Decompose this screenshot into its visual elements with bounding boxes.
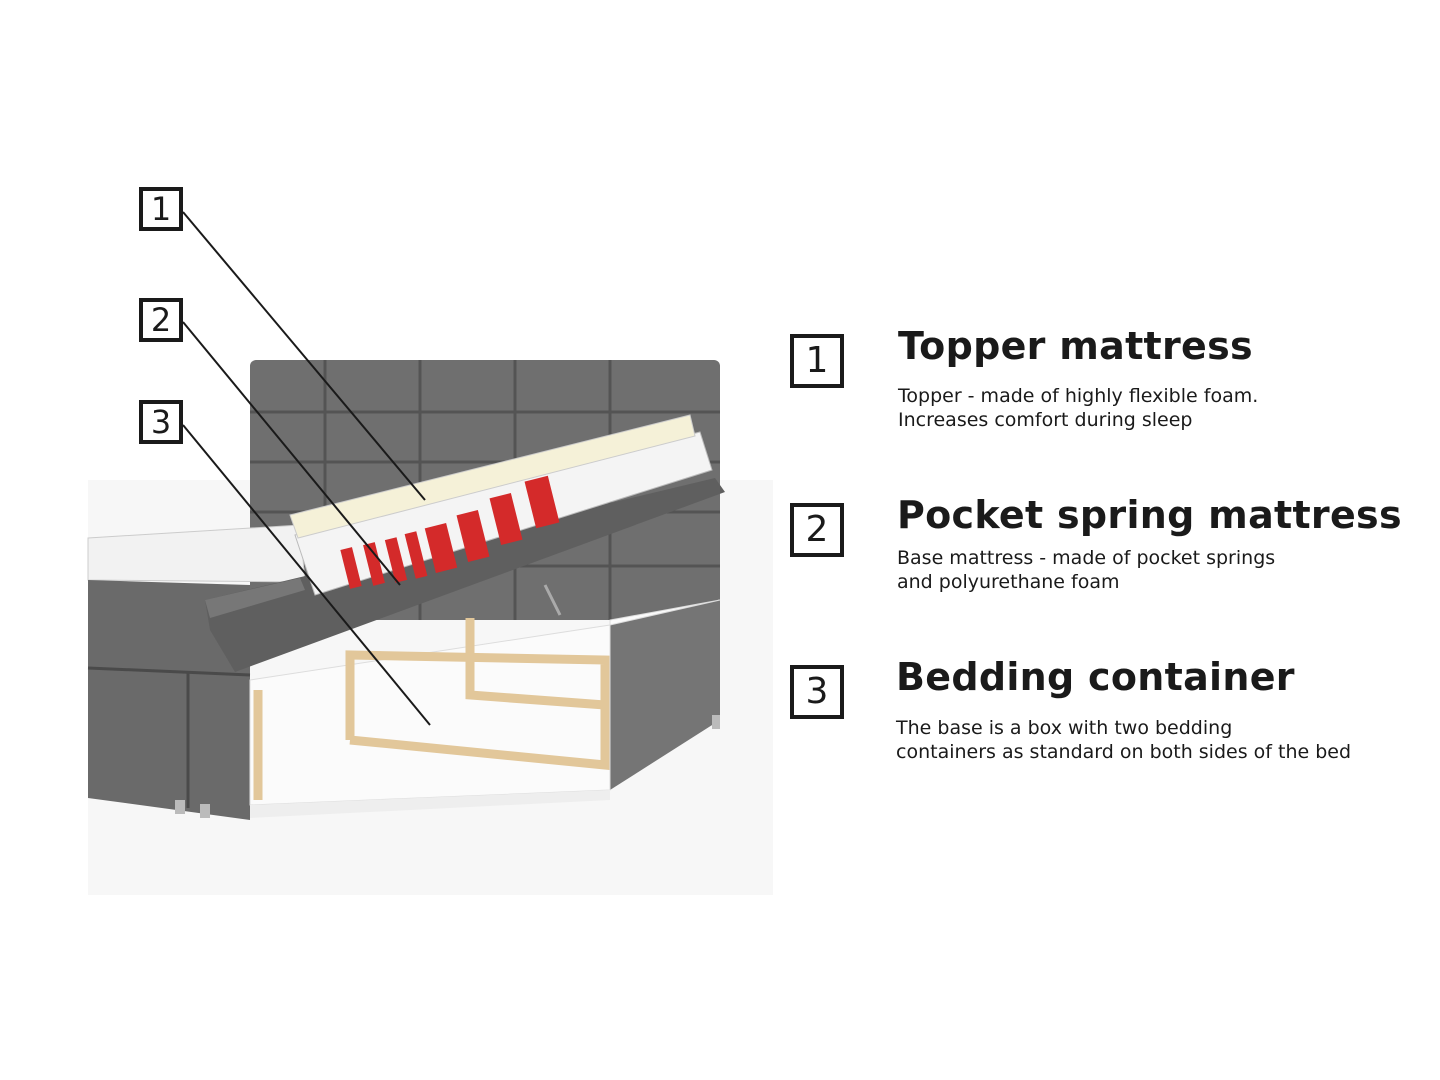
left-base: [88, 580, 250, 820]
feature-desc-line: containers as standard on both sides of …: [896, 741, 1352, 763]
feature-title: Topper mattress: [898, 324, 1253, 368]
feature-desc-line: The base is a box with two bedding: [896, 717, 1233, 739]
callout-marker-2: 2: [139, 298, 183, 342]
feature-desc-line: Topper - made of highly flexible foam.: [898, 385, 1259, 407]
callout-marker-1: 1: [139, 187, 183, 231]
gas-lift: [543, 584, 562, 616]
wooden-frame: [253, 618, 610, 800]
feature-number: 2: [790, 503, 844, 557]
feature-title: Bedding container: [896, 655, 1295, 699]
feature-desc-line: Increases comfort during sleep: [898, 409, 1193, 431]
callout-marker-3: 3: [139, 400, 183, 444]
feature-desc-line: Base mattress - made of pocket springs: [897, 547, 1276, 569]
feature-number: 1: [790, 334, 844, 388]
lifted-lid: [205, 478, 725, 672]
feature-desc-line: and polyurethane foam: [897, 571, 1120, 593]
feature-number: 3: [790, 665, 844, 719]
topper-mattress: [289, 414, 696, 539]
feature-title: Pocket spring mattress: [897, 493, 1402, 537]
right-base: [610, 600, 720, 790]
callout-lines: [182, 211, 431, 726]
pocket-springs: [340, 475, 560, 589]
